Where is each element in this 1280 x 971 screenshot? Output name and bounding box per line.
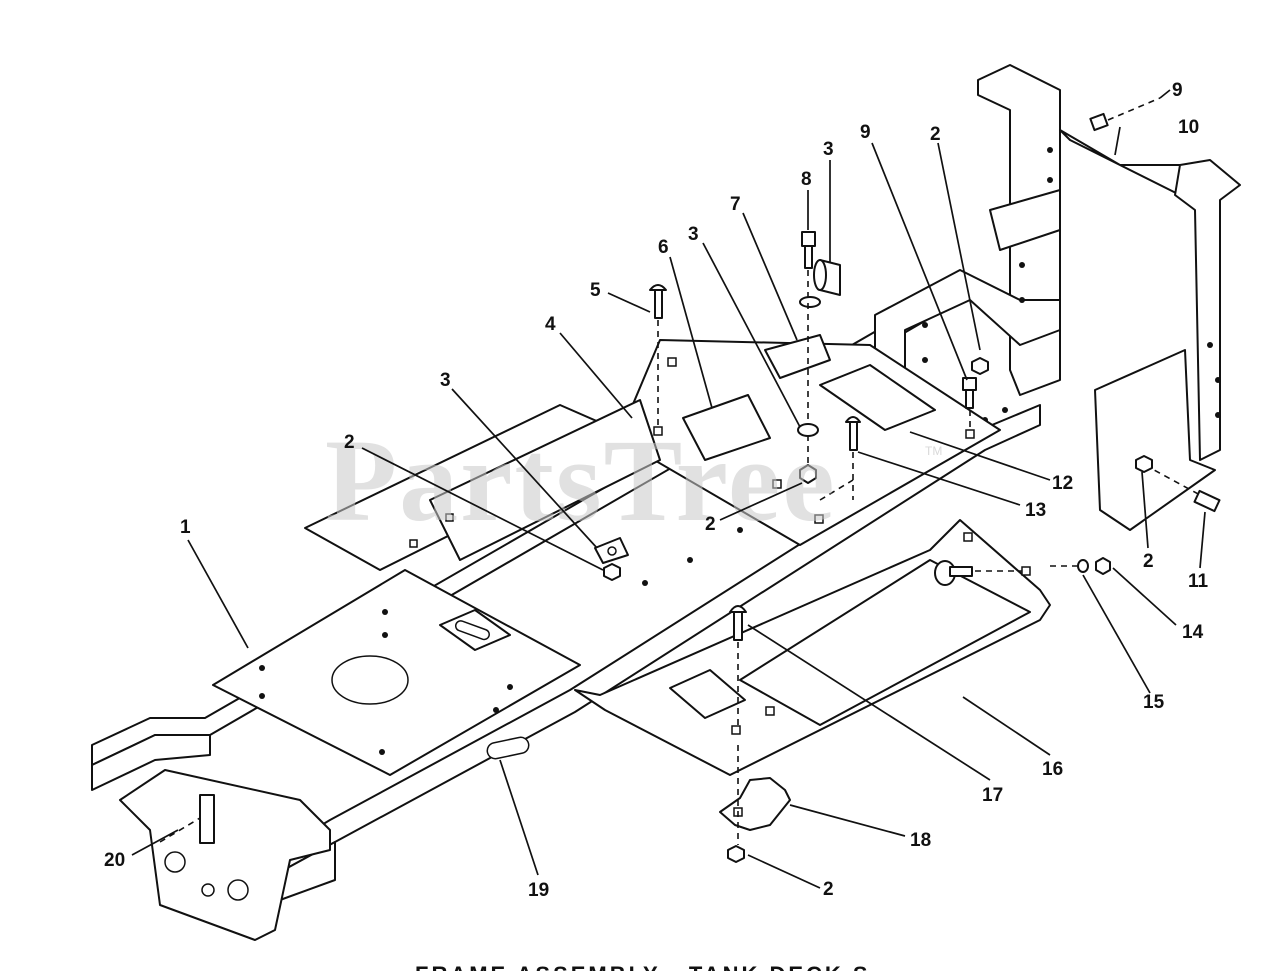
callout-11: 11	[1188, 571, 1209, 592]
callout-18: 18	[910, 830, 931, 851]
callout-14: 14	[1182, 622, 1204, 643]
leader-lines	[131, 89, 1206, 889]
front-plate	[212, 569, 581, 776]
callout-2-left: 2	[344, 432, 355, 453]
callout-4: 4	[545, 314, 556, 335]
callout-10: 10	[1178, 117, 1199, 138]
callout-19: 19	[528, 880, 549, 901]
callout-8: 8	[801, 169, 812, 190]
hardware	[159, 97, 1221, 863]
lower-plate	[304, 399, 661, 571]
callout-6: 6	[658, 237, 669, 258]
watermark-text: PartsTree	[325, 415, 837, 546]
callout-3-mid: 3	[688, 224, 699, 245]
callout-2-center: 2	[705, 514, 716, 535]
callout-20: 20	[104, 850, 125, 871]
callout-9-mid: 9	[860, 122, 871, 143]
callout-17: 17	[982, 785, 1003, 806]
callout-13: 13	[1025, 500, 1046, 521]
watermark: PartsTree TM	[325, 415, 942, 546]
footrest-pan	[574, 519, 1051, 776]
callout-9-top: 9	[1172, 80, 1183, 101]
main-frame	[91, 64, 1241, 941]
callout-7: 7	[730, 194, 741, 215]
caption-text: FRAME ASSEMBLY - TANK DECK S	[415, 962, 871, 971]
callout-16: 16	[1042, 759, 1063, 780]
caption: FRAME ASSEMBLY - TANK DECK S	[415, 962, 871, 971]
callout-1: 1	[180, 517, 191, 538]
callout-2-right: 2	[1143, 551, 1154, 572]
callout-12: 12	[1052, 473, 1073, 494]
callout-3-left: 3	[440, 370, 451, 391]
callout-15: 15	[1143, 692, 1165, 713]
callout-2-upper: 2	[930, 124, 941, 145]
callout-2-bottom: 2	[823, 879, 834, 900]
tank-deck	[619, 334, 1001, 546]
watermark-tm: TM	[925, 444, 942, 458]
callout-5: 5	[590, 280, 601, 301]
callouts: 1 2 3 4 5 6 7 8 3 9 2 9 10 3 2 12 13 2 1…	[104, 80, 1209, 901]
callout-3-top: 3	[823, 139, 834, 160]
